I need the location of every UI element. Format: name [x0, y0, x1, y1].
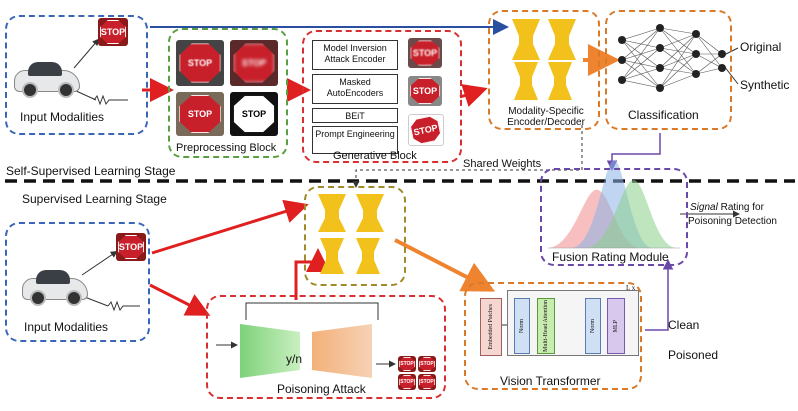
poisoned-label: Poisoned [668, 348, 719, 362]
signal-wave-icon [93, 94, 128, 106]
poisoned-stop-sign-image: STOP [418, 356, 436, 372]
arrow-gen-encoder [459, 84, 488, 107]
supervised-stage-label: Supervised Learning Stage [22, 192, 167, 206]
signal-rating-label: Signal Rating for [690, 202, 764, 213]
masked-autoencoders-item: Masked AutoEncoders [312, 74, 398, 104]
poisoning-attack-label: Poisoning Attack [277, 382, 366, 396]
model-inversion-item: Model Inversion Attack Encoder [312, 40, 398, 70]
prompt-engineering-item: Prompt Engineering [312, 126, 398, 154]
vit-layers-label: L x [626, 284, 636, 292]
decoder-funnel [356, 238, 380, 274]
poisoning-discriminator-shape [312, 324, 372, 378]
vision-transformer-box [464, 282, 642, 390]
poisoned-stop-sign-image: STOP [418, 374, 436, 390]
fusion-rating-label: Fusion Rating Module [552, 250, 669, 264]
autonomous-car-icon [22, 268, 88, 306]
encoder-decoder-box [488, 10, 600, 130]
encoder-funnel [318, 194, 346, 232]
masked-stop-sign-image: STOP [176, 40, 224, 86]
arrow-encoder-vit [394, 238, 496, 292]
bottom-input-modalities-label: Input Modalities [24, 320, 109, 334]
stop-sign-image: STOP [176, 92, 224, 136]
decoder-funnel [320, 238, 344, 274]
vit-norm-block: Norm [585, 298, 601, 354]
bottom-input-modalities-box [5, 222, 150, 342]
encoder-funnel [356, 194, 384, 232]
fusion-rating-box [540, 168, 688, 266]
generated-stop-sign-image: STOP [408, 38, 442, 68]
shared-weights-label: Shared Weights [463, 158, 542, 170]
encoder-decoder-label: Modality-Specific Encoder/Decoder [507, 106, 585, 128]
generative-block-label: Generative Block [333, 150, 417, 162]
arrow-input-poisoning [149, 283, 211, 316]
stop-sign-image: STOP [116, 233, 146, 261]
top-input-modalities-label: Input Modalities [20, 110, 105, 124]
autonomous-car-icon [14, 60, 80, 98]
encoder-funnel [512, 19, 540, 60]
classification-box [605, 10, 732, 130]
shared-weights-line [352, 125, 583, 188]
poisoning-attack-box [206, 295, 446, 399]
beit-item: BEiT [312, 108, 398, 123]
generative-block-box [302, 30, 462, 163]
self-supervised-stage-label: Self-Supervised Learning Stage [6, 164, 176, 178]
poisoning-detection-label: Poisoning Detection [688, 216, 777, 227]
poisoned-stop-sign-image: STOP [398, 374, 416, 390]
vision-transformer-label: Vision Transformer [500, 374, 601, 388]
binary-stop-sign-image: STOP [230, 92, 278, 136]
vit-norm-block: Norm [514, 298, 530, 354]
poisoned-stop-sign-image: STOP [398, 356, 416, 372]
arrow-input-encoder [151, 199, 309, 255]
classification-label: Classification [628, 108, 699, 122]
arrow-poisoning-encoder [294, 248, 330, 300]
encoder-funnel [548, 19, 576, 60]
distribution-curves-icon [548, 160, 680, 249]
poisoning-feedback-line [245, 302, 379, 320]
preprocessing-block-box [168, 28, 288, 158]
arrow-classification-fusion [606, 133, 661, 171]
embedded-patches-block: Embedded Patches [480, 298, 502, 356]
stop-sign-image: STOP [98, 18, 128, 46]
top-input-modalities-box [5, 15, 148, 135]
vit-mlp-block: MLP [607, 298, 625, 354]
neural-network-icon [621, 27, 723, 89]
vit-attention-block: Multi-Head Attention [537, 298, 555, 354]
original-label: Original [740, 40, 782, 54]
arrow-vit-fusion [645, 259, 674, 331]
generated-stop-sign-image: STOP [408, 76, 442, 106]
clean-label: Clean [668, 318, 700, 332]
signal-wave-icon [107, 300, 140, 312]
poisoning-generator-shape [240, 324, 300, 378]
yn-label: y/n [286, 352, 303, 366]
bottom-encoder-box [304, 186, 406, 286]
preprocessing-block-label: Preprocessing Block [176, 142, 277, 154]
prompt-stop-sign-image: STOP [408, 114, 444, 146]
decoder-funnel [514, 62, 538, 100]
blurred-stop-sign-image: STOP [230, 40, 278, 86]
synthetic-label: Synthetic [740, 78, 790, 92]
decoder-funnel [548, 62, 572, 100]
